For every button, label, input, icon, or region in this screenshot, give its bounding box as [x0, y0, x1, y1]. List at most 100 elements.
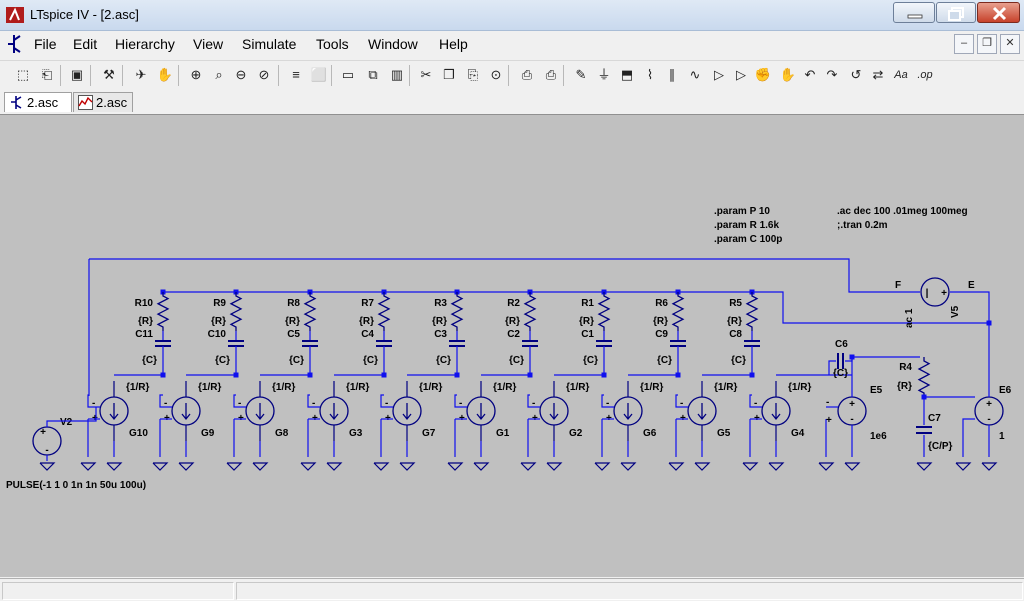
spice-directive-icon[interactable]: .op: [917, 69, 933, 81]
resistor-R6: [671, 292, 685, 331]
halt-icon[interactable]: ✋: [156, 67, 174, 82]
component-value: {1/R}: [493, 382, 516, 393]
ground-icon[interactable]: ⏚: [597, 67, 611, 82]
component-value: {C}: [215, 355, 230, 366]
component-value: {C}: [583, 355, 598, 366]
ground-symbol: [916, 462, 933, 471]
find-icon[interactable]: ⊙: [490, 67, 502, 82]
menu-hierarchy[interactable]: Hierarchy: [115, 36, 175, 52]
arrow-head: [549, 413, 559, 421]
tab-label: 2.asc: [96, 95, 128, 110]
directive-text: ;.tran 0.2m: [837, 220, 888, 231]
arrow-head: [623, 413, 633, 421]
rotate-icon[interactable]: ↺: [850, 67, 862, 82]
component-name: E6: [999, 385, 1012, 396]
menu-help[interactable]: Help: [439, 36, 468, 52]
schematic-drawing[interactable]: .param P 10.param R 1.6k.param C 100p.ac…: [0, 115, 1024, 577]
capacitor-icon[interactable]: ∥: [668, 67, 676, 82]
menu-edit[interactable]: Edit: [73, 36, 98, 52]
mirror-icon[interactable]: ⇄: [872, 67, 884, 82]
wire: [601, 394, 614, 408]
menu-tools[interactable]: Tools: [316, 36, 349, 52]
cascade-icon[interactable]: ⧉: [368, 67, 378, 82]
resistor-icon[interactable]: ⌇: [646, 67, 654, 82]
open-icon[interactable]: ⎗: [41, 67, 53, 82]
mdi-close-button[interactable]: ✕: [1000, 34, 1020, 54]
menu-window[interactable]: Window: [368, 36, 418, 52]
copy-icon[interactable]: ❐: [443, 67, 455, 82]
zoom-extents-icon[interactable]: ⬜: [310, 67, 328, 82]
tab-schematic[interactable]: 2.asc: [4, 92, 72, 112]
draw-wire-icon[interactable]: ✎: [575, 67, 587, 82]
net-label: F: [895, 280, 901, 291]
wire: [233, 394, 246, 408]
component-value: PULSE(-1 1 0 1n 1n 50u 100u): [6, 480, 146, 491]
pin-label: +: [826, 415, 832, 426]
paste-icon[interactable]: ⎘: [467, 67, 479, 82]
ground-symbol: [768, 462, 785, 471]
redo-icon[interactable]: ↷: [826, 67, 838, 82]
cut-icon[interactable]: ✂: [420, 67, 432, 82]
tile-vertical-icon[interactable]: ▥: [390, 67, 404, 82]
tile-horizontal-icon[interactable]: ▭: [341, 67, 355, 82]
control-panel-icon[interactable]: ⚒: [103, 67, 115, 82]
menu-view[interactable]: View: [193, 36, 224, 52]
minimize-button[interactable]: [893, 2, 935, 23]
component-name: G6: [643, 428, 657, 439]
pin-label: +: [986, 399, 992, 410]
component-value: 1: [999, 431, 1005, 442]
component-value: {R}: [727, 316, 742, 327]
component-name: G9: [201, 428, 215, 439]
toolbar-separator: [563, 65, 564, 86]
tab-label: 2.asc: [27, 95, 59, 110]
component-value: {C}: [436, 355, 451, 366]
autorange-icon[interactable]: ≡: [292, 67, 300, 82]
directive-text: .param R 1.6k: [714, 220, 779, 231]
title-bar[interactable]: LTspice IV - [2.asc]: [0, 0, 1024, 31]
component-name: R4: [899, 362, 912, 373]
print-setup-icon[interactable]: ⎙: [521, 67, 533, 82]
resistor-R9: [229, 292, 243, 331]
zoom-out-icon[interactable]: ⊖: [235, 67, 247, 82]
component-value: {R}: [285, 316, 300, 327]
tab-waveform[interactable]: 2.asc: [73, 92, 133, 112]
text-icon[interactable]: Aa: [894, 69, 908, 81]
save-icon[interactable]: ▣: [70, 67, 84, 82]
ground-symbol: [620, 462, 637, 471]
ground-symbol: [473, 462, 490, 471]
component-icon[interactable]: ▷: [736, 67, 746, 82]
zoom-in-icon[interactable]: ⊕: [190, 67, 202, 82]
zoom-cancel-icon[interactable]: ⊘: [258, 67, 270, 82]
inductor-icon[interactable]: ∿: [689, 67, 701, 82]
menu-simulate[interactable]: Simulate: [242, 36, 297, 52]
wire: [454, 394, 467, 408]
component-value: {C}: [363, 355, 378, 366]
ground-symbol: [226, 462, 243, 471]
print-icon[interactable]: ⎙: [545, 67, 557, 82]
menu-file[interactable]: File: [34, 36, 57, 52]
close-button[interactable]: [977, 2, 1020, 23]
label-net-icon[interactable]: ⬒: [620, 67, 634, 82]
diode-icon[interactable]: ▷: [714, 67, 724, 82]
mdi-minimize-button[interactable]: –: [954, 34, 974, 54]
component-name: R10: [135, 298, 154, 309]
wire: [675, 394, 688, 408]
ground-symbol: [80, 462, 97, 471]
run-icon[interactable]: ✈: [135, 67, 147, 82]
pin-label: -: [532, 398, 535, 409]
undo-icon[interactable]: ↶: [804, 67, 816, 82]
zoom-pan-icon[interactable]: ⌕: [215, 67, 223, 82]
maximize-button[interactable]: [936, 2, 976, 23]
component-value: {R}: [897, 381, 912, 392]
new-schematic-icon[interactable]: ⬚: [16, 67, 30, 82]
component-name: C6: [835, 339, 848, 350]
ground-symbol: [178, 462, 195, 471]
move-icon[interactable]: ✊: [754, 67, 772, 82]
drag-icon[interactable]: ✋: [779, 67, 797, 82]
component-value: {1/R}: [126, 382, 149, 393]
pin-label: |: [926, 288, 929, 299]
schematic-canvas[interactable]: .param P 10.param R 1.6k.param C 100p.ac…: [0, 114, 1024, 577]
arrow-head: [255, 413, 265, 421]
mdi-restore-button[interactable]: ❐: [977, 34, 997, 54]
resistor-R5: [745, 292, 759, 331]
